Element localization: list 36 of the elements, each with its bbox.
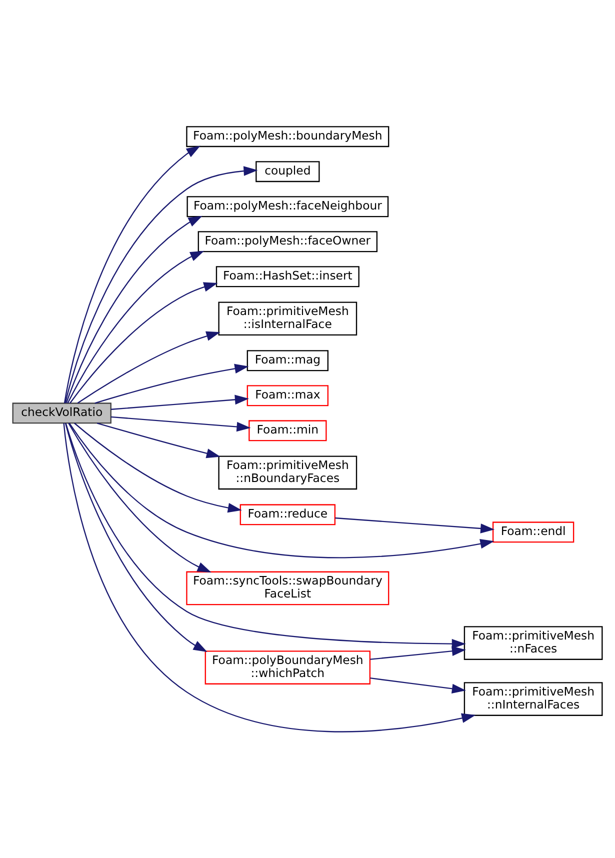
- node-box: Foam::primitiveMesh ::nInternalFaces: [464, 682, 603, 716]
- arrow: [64, 145, 200, 403]
- node-box: Foam::primitiveMesh ::nFaces: [464, 626, 603, 660]
- arrow: [370, 646, 466, 660]
- node-box: checkVolRatio: [12, 402, 112, 424]
- arrow: [77, 330, 220, 404]
- arrow: [96, 422, 220, 458]
- node-box: Foam::max: [246, 384, 328, 406]
- node-box: Foam::reduce: [240, 504, 336, 525]
- arrow: [370, 677, 466, 694]
- node-box: Foam::polyMesh::boundaryMesh: [186, 126, 390, 147]
- node-box: Foam::mag: [246, 350, 328, 371]
- node-box: Foam::endl: [492, 521, 574, 542]
- arrow: [94, 363, 249, 404]
- node-box: Foam::polyBoundaryMesh ::whichPatch: [204, 650, 371, 684]
- arrow: [64, 166, 258, 403]
- arrow: [110, 394, 249, 410]
- arrow: [70, 282, 218, 403]
- arrow: [64, 422, 208, 652]
- node-box: Foam::primitiveMesh ::isInternalFace: [218, 301, 358, 336]
- arrow: [110, 416, 251, 432]
- node-box: Foam::primitiveMesh ::nBoundaryFaces: [218, 455, 358, 490]
- node-box: coupled: [256, 160, 320, 182]
- arrow: [335, 516, 495, 533]
- arrow: [63, 422, 476, 732]
- arrow: [68, 422, 212, 572]
- arrow: [74, 422, 242, 512]
- arrow: [65, 422, 466, 648]
- node-box: Foam::min: [248, 420, 327, 441]
- arrow: [66, 215, 202, 403]
- arrow: [67, 250, 204, 403]
- node-box: Foam::HashSet::insert: [216, 266, 360, 287]
- node-box: Foam::polyMesh::faceOwner: [198, 230, 378, 252]
- node-box: Foam::polyMesh::faceNeighbour: [186, 196, 389, 217]
- node-box: Foam::syncTools::swapBoundary FaceList: [186, 570, 390, 605]
- arrow: [68, 422, 494, 558]
